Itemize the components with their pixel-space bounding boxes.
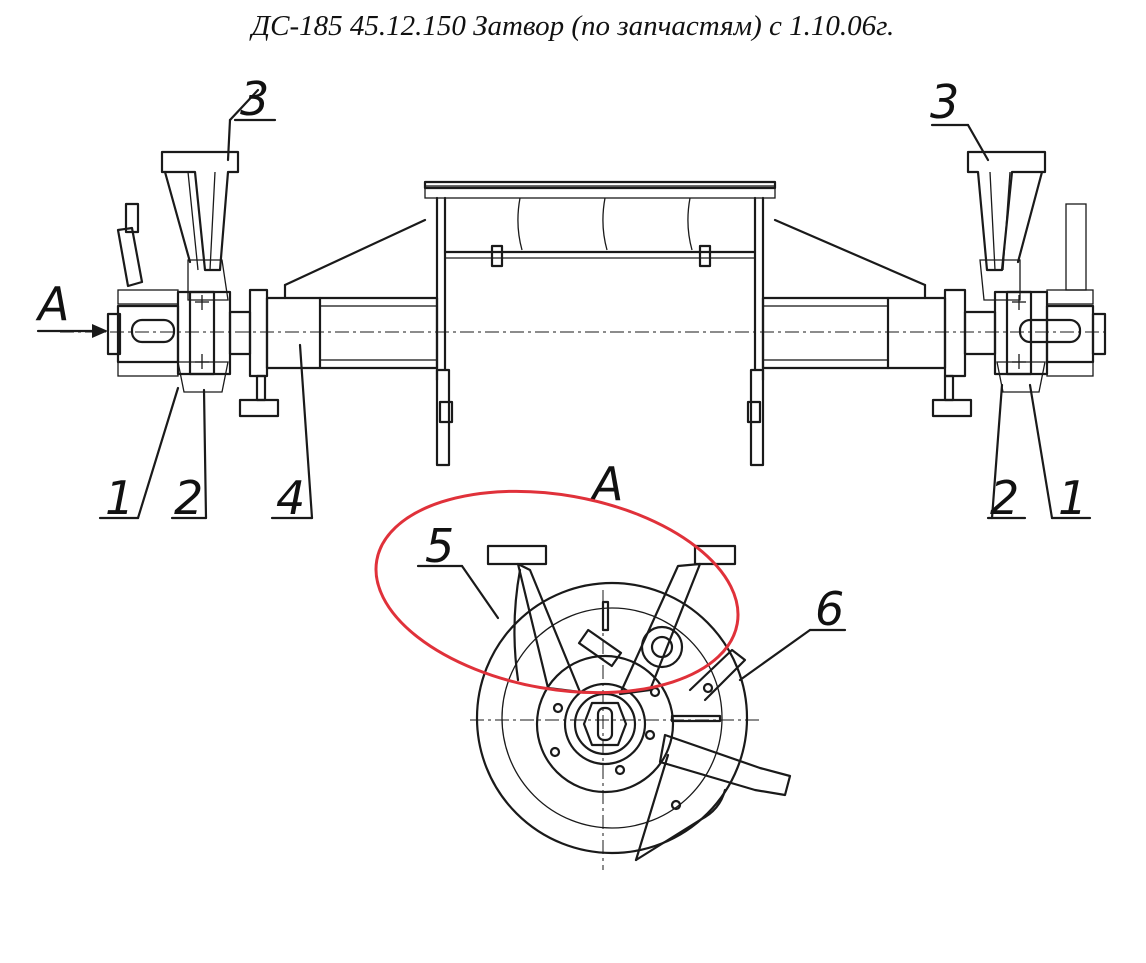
main-assembly-view: A 3 1 2 4 3 2 1 [35, 72, 1110, 525]
damper-blade [634, 648, 792, 862]
journal-right [963, 310, 997, 356]
drawing-title: ДС-185 45.12.150 Затвор (по запчастям) с… [251, 10, 895, 42]
hub-flange [535, 654, 675, 794]
callout-2-left: 2 [174, 471, 203, 525]
central-housing [423, 180, 777, 467]
hex-nut [582, 701, 628, 747]
highlight-ellipse [374, 489, 740, 695]
view-direction-arrow: A [35, 277, 108, 338]
hopper-left [160, 150, 240, 301]
callouts-left: 3 1 2 4 [98, 72, 314, 525]
foot-right [931, 398, 973, 418]
journal-left [228, 310, 252, 356]
hopper-right [966, 150, 1047, 301]
shaft-tube-left [248, 218, 439, 378]
leader-6 [738, 628, 812, 682]
shaft-tube-right [761, 218, 967, 378]
damper-disc [475, 581, 749, 855]
callout-5: 5 [425, 519, 454, 573]
callout-1-right: 1 [1058, 471, 1087, 525]
callout-3-left: 3 [240, 72, 269, 126]
callout-3-right: 3 [930, 75, 959, 129]
hinge-bracket [486, 544, 737, 696]
leader-5 [460, 564, 500, 620]
callout-4-left: 4 [276, 471, 305, 525]
bearing-assembly-left [106, 202, 232, 393]
callout-6: 6 [815, 582, 844, 636]
detail-view-a: A [374, 457, 847, 870]
callouts-right: 3 2 1 [930, 75, 1092, 525]
view-marker-a: A [35, 277, 69, 331]
foot-left [238, 398, 280, 418]
bearing-assembly-right [993, 203, 1107, 393]
callout-2-right: 2 [990, 471, 1019, 525]
callout-1-left: 1 [105, 471, 134, 525]
